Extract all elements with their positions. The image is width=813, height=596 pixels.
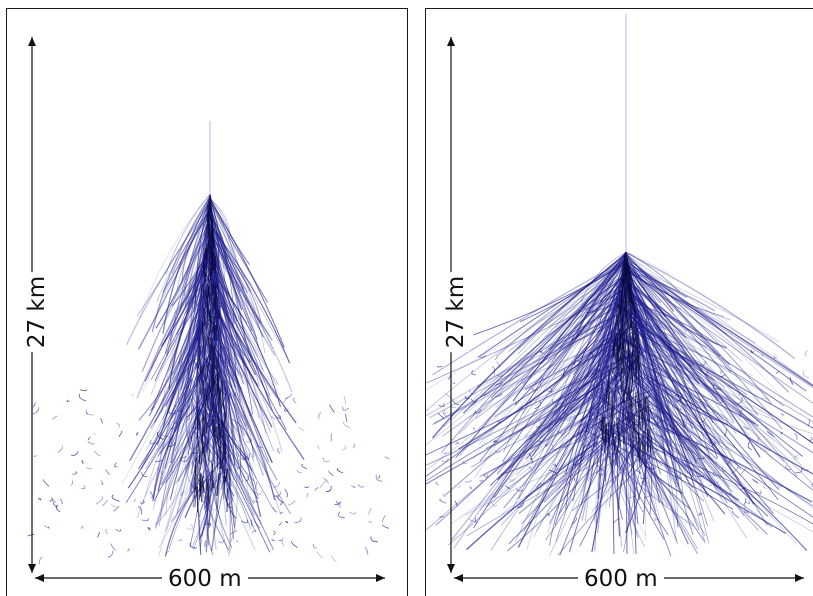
right-shower-image <box>426 14 813 582</box>
left-shower-panel: 27 km 600 m <box>6 8 408 596</box>
shower-tracks <box>426 14 813 557</box>
left-height-label: 27 km <box>24 271 51 353</box>
left-shower-image <box>27 37 390 582</box>
right-width-label: 600 m <box>578 566 664 592</box>
right-shower-panel: 27 km 600 m <box>425 8 813 596</box>
forward-tails <box>611 438 637 555</box>
right-height-label: 27 km <box>443 271 470 353</box>
left-width-label: 600 m <box>162 566 248 592</box>
shower-tracks <box>27 121 390 565</box>
